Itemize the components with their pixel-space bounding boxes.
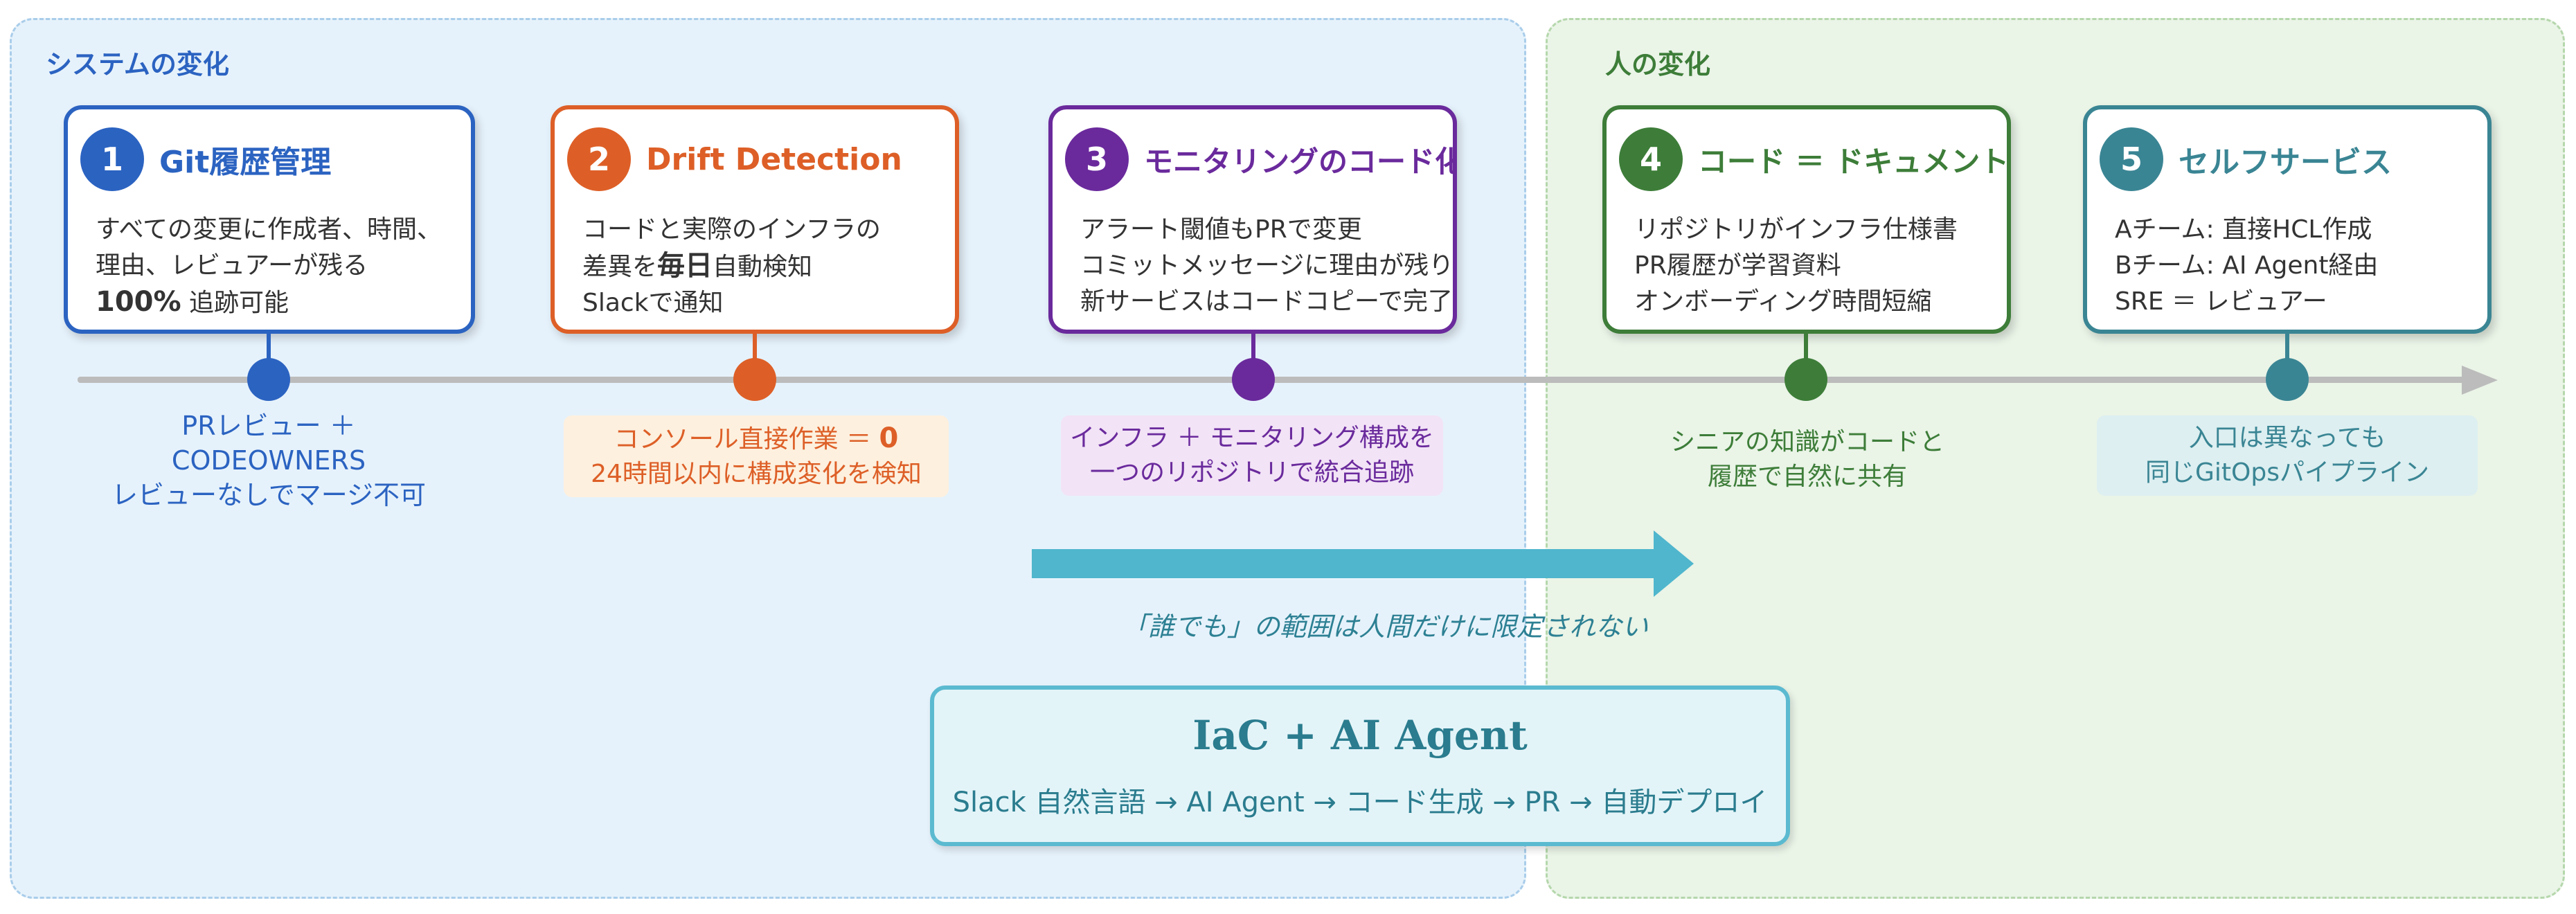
caption-line: 同じGitOpsパイプライン bbox=[2145, 458, 2429, 487]
caption-line: 履歴で自然に共有 bbox=[1707, 463, 1907, 491]
step-description-line: コミットメッセージに理由が残り bbox=[1080, 251, 1454, 280]
people-panel-title: 人の変化 bbox=[1605, 49, 1711, 80]
highlight-value: 毎日 bbox=[657, 250, 713, 282]
caption-line: インフラ ＋ モニタリング構成を bbox=[1070, 424, 1434, 452]
step-title: セルフサービス bbox=[2179, 145, 2392, 180]
step-number-badge: 5 bbox=[2100, 127, 2163, 191]
step-title: モニタリングのコード化 bbox=[1144, 144, 1457, 179]
step-connector-2 bbox=[753, 334, 757, 374]
step-connector-5 bbox=[2285, 334, 2289, 374]
step-title: Git履歴管理 bbox=[159, 145, 332, 180]
timeline-arrowhead bbox=[2462, 366, 2498, 395]
timeline-dot-2 bbox=[733, 358, 776, 401]
step-number-badge: 2 bbox=[567, 127, 631, 191]
step-description-line: アラート閾値もPRで変更 bbox=[1080, 215, 1362, 244]
caption-text: コンソール直接作業 ＝ bbox=[614, 425, 879, 454]
caption-line: 24時間以内に構成変化を検知 bbox=[591, 460, 922, 488]
step-number-badge: 4 bbox=[1619, 127, 1683, 191]
caption-line: 入口は異なっても bbox=[2188, 424, 2386, 452]
step-description-line: SRE ＝ レビュアー bbox=[2115, 287, 2327, 316]
step-caption-4: シニアの知識がコードと 履歴で自然に共有 bbox=[1634, 425, 1980, 494]
step-description-line: 理由、レビュアーが残る bbox=[96, 251, 368, 280]
step-description-text: 追跡可能 bbox=[181, 289, 289, 317]
step-description-line: 新サービスはコードコピーで完了 bbox=[1080, 287, 1453, 316]
step-description-line: すべての変更に作成者、時間、 bbox=[96, 215, 442, 244]
step-connector-3 bbox=[1251, 334, 1255, 374]
step-card-1: 1 Git履歴管理 すべての変更に作成者、時間、 理由、レビュアーが残る 100… bbox=[64, 105, 475, 334]
step-caption-1: PRレビュー ＋ CODEOWNERS レビューなしでマージ不可 bbox=[102, 409, 435, 512]
step-description-line: PR履歴が学習資料 bbox=[1634, 251, 1841, 280]
step-number-badge: 3 bbox=[1065, 127, 1129, 191]
caption-line: レビューなしでマージ不可 bbox=[111, 480, 427, 510]
step-number-badge: 1 bbox=[80, 127, 144, 191]
step-title: Drift Detection bbox=[646, 141, 902, 177]
step-description-line: 差異を毎日自動検知 bbox=[582, 248, 955, 285]
timeline-dot-4 bbox=[1785, 358, 1827, 401]
step-description-line: オンボーディング時間短縮 bbox=[1634, 287, 1932, 316]
step-caption-3: インフラ ＋ モニタリング構成を 一つのリポジトリで統合追跡 bbox=[1061, 415, 1443, 496]
timeline-dot-1 bbox=[247, 358, 290, 401]
caption-line: シニアの知識がコードと bbox=[1670, 428, 1944, 456]
iac-flow: Slack 自然言語 → AI Agent → コード生成 → PR → 自動デ… bbox=[952, 787, 1768, 818]
transition-note: 「誰でも」の範囲は人間だけに限定されない bbox=[1121, 611, 1648, 642]
step-description-line: Slackで通知 bbox=[582, 289, 724, 317]
step-title: コード ＝ ドキュメント bbox=[1698, 144, 2010, 179]
system-panel-title: システムの変化 bbox=[46, 49, 229, 80]
iac-title: IaC + AI Agent bbox=[1192, 712, 1528, 759]
step-caption-5: 入口は異なっても 同じGitOpsパイプライン bbox=[2097, 415, 2478, 496]
step-description-line: Aチーム: 直接HCL作成 bbox=[2115, 215, 2372, 244]
iac-ai-agent-box: IaC + AI Agent Slack 自然言語 → AI Agent → コ… bbox=[930, 686, 1790, 846]
step-connector-1 bbox=[267, 334, 271, 374]
step-caption-2: コンソール直接作業 ＝ 0 24時間以内に構成変化を検知 bbox=[564, 415, 949, 497]
transition-arrow-head bbox=[1654, 530, 1694, 597]
timeline-dot-3 bbox=[1232, 358, 1275, 401]
step-description-text: 自動検知 bbox=[713, 253, 813, 281]
highlight-value: 100% bbox=[96, 286, 181, 318]
step-card-2: 2 Drift Detection コードと実際のインフラの 差異を毎日自動検知… bbox=[551, 105, 959, 334]
step-description-line: リポジトリがインフラ仕様書 bbox=[1634, 215, 1958, 244]
highlight-value: 0 bbox=[879, 422, 899, 454]
timeline-dot-5 bbox=[2266, 358, 2309, 401]
caption-line: CODEOWNERS bbox=[171, 445, 366, 476]
step-description-line: Bチーム: AI Agent経由 bbox=[2115, 251, 2379, 280]
step-description-line: 100% 追跡可能 bbox=[96, 284, 471, 321]
step-card-5: 5 セルフサービス Aチーム: 直接HCL作成 Bチーム: AI Agent経由… bbox=[2083, 105, 2492, 334]
step-card-3: 3 モニタリングのコード化 アラート閾値もPRで変更 コミットメッセージに理由が… bbox=[1048, 105, 1457, 334]
caption-line: PRレビュー ＋ bbox=[181, 411, 356, 441]
transition-arrow-shaft bbox=[1032, 549, 1655, 578]
step-description-line: コードと実際のインフラの bbox=[582, 215, 881, 244]
caption-line: 一つのリポジトリで統合追跡 bbox=[1089, 458, 1414, 487]
step-card-4: 4 コード ＝ ドキュメント リポジトリがインフラ仕様書 PR履歴が学習資料 オ… bbox=[1602, 105, 2011, 334]
step-description-text: 差異を bbox=[582, 253, 658, 281]
step-connector-4 bbox=[1804, 334, 1808, 374]
caption-line: コンソール直接作業 ＝ 0 bbox=[564, 421, 949, 457]
